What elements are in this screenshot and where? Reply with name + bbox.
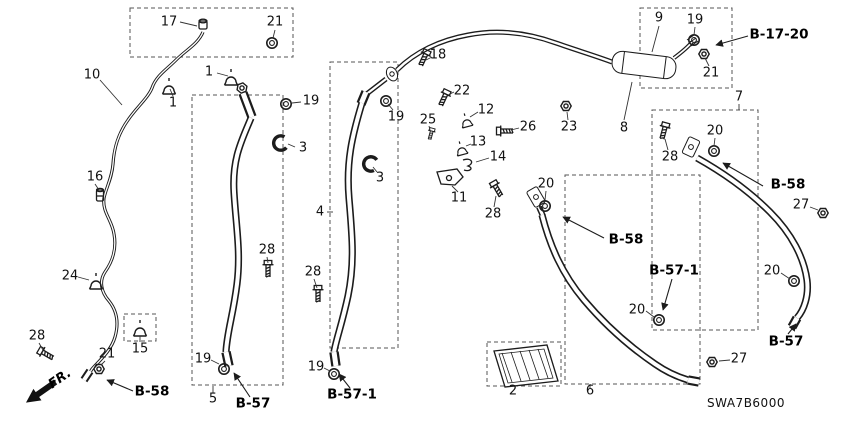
diagram-code: SWA7B6000 — [707, 396, 785, 410]
part-number-callout: 28 — [258, 242, 276, 258]
part-number-callout: 20 — [763, 263, 781, 279]
part-number-callout: 8 — [619, 120, 629, 136]
part-number-callout: 20 — [537, 176, 555, 192]
part-number-callout: 13 — [469, 134, 487, 150]
fr-arrow-icon — [25, 379, 58, 403]
part-number-callout: 19 — [686, 12, 704, 28]
part-number-callout: 2 — [508, 383, 518, 399]
ref-label: B-57 — [768, 333, 804, 350]
part-number-callout: 21 — [266, 14, 284, 30]
part-number-callout: 24 — [61, 268, 79, 284]
ref-label: B-58 — [134, 383, 170, 400]
hose-6 — [526, 186, 700, 387]
part-number-callout: 28 — [484, 206, 502, 222]
part-number-callout: 14 — [489, 149, 507, 165]
part-number-callout: 11 — [450, 190, 468, 206]
ref-label: B-57-1 — [649, 262, 699, 279]
part-number-callout: 28 — [304, 264, 322, 280]
valve-16 — [95, 187, 105, 202]
part-number-callout: 1 — [168, 95, 178, 111]
part-number-callout: 17 — [160, 14, 178, 30]
part-number-callout: 16 — [86, 169, 104, 185]
part-number-callout: 19 — [194, 351, 212, 367]
ref-label: B-57 — [235, 395, 271, 412]
part-number-callout: 28 — [28, 328, 46, 344]
ref-label: B-17-20 — [749, 26, 809, 43]
part-number-callout: 25 — [419, 112, 437, 128]
leader-lines — [38, 21, 819, 393]
part-number-callout: 26 — [519, 119, 537, 135]
part-number-callout: 7 — [734, 89, 744, 105]
part-number-callout: 20 — [706, 123, 724, 139]
pipe-8-muffler-9 — [385, 29, 699, 82]
ref-label: B-58 — [770, 176, 806, 193]
part-number-callout: 27 — [792, 197, 810, 213]
part-number-callout: 23 — [560, 119, 578, 135]
part-number-callout: 3 — [375, 170, 385, 186]
part-number-callout: 28 — [661, 149, 679, 165]
ref-label: B-57-1 — [327, 386, 377, 403]
ref-label: B-58 — [608, 231, 644, 248]
part-number-callout: 3 — [298, 140, 308, 156]
part-number-callout: 20 — [628, 302, 646, 318]
part-number-callout: 4 — [315, 204, 325, 220]
part-number-callout: 19 — [302, 93, 320, 109]
part-number-callout: 22 — [453, 83, 471, 99]
part-number-callout: 1 — [204, 64, 214, 80]
part-number-callout: 19 — [307, 359, 325, 375]
part-number-callout: 19 — [387, 109, 405, 125]
part-number-callout: 9 — [654, 10, 664, 26]
part-number-callout: 12 — [477, 102, 495, 118]
part-number-callout: 21 — [702, 65, 720, 81]
part-number-callout: 5 — [208, 391, 218, 407]
plate-2 — [493, 344, 559, 388]
part-number-callout: 6 — [585, 383, 595, 399]
part-number-callout: 10 — [83, 67, 101, 83]
clip-14 — [462, 158, 473, 172]
part-number-callout: 15 — [131, 341, 149, 357]
ref-arrows — [106, 35, 797, 398]
hose-4 — [329, 77, 388, 367]
part-number-callout: 21 — [98, 346, 116, 362]
part-number-callout: 27 — [730, 351, 748, 367]
group-boxes — [123, 7, 759, 387]
part-number-callout: 18 — [429, 47, 447, 63]
hose-5 — [221, 81, 257, 367]
bracket-11 — [95, 158, 473, 202]
